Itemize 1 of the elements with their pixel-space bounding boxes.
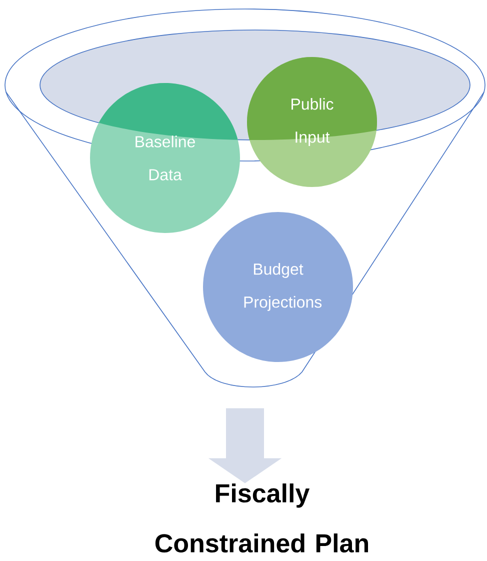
result-label: Fiscally Constrained Plan	[155, 483, 368, 553]
